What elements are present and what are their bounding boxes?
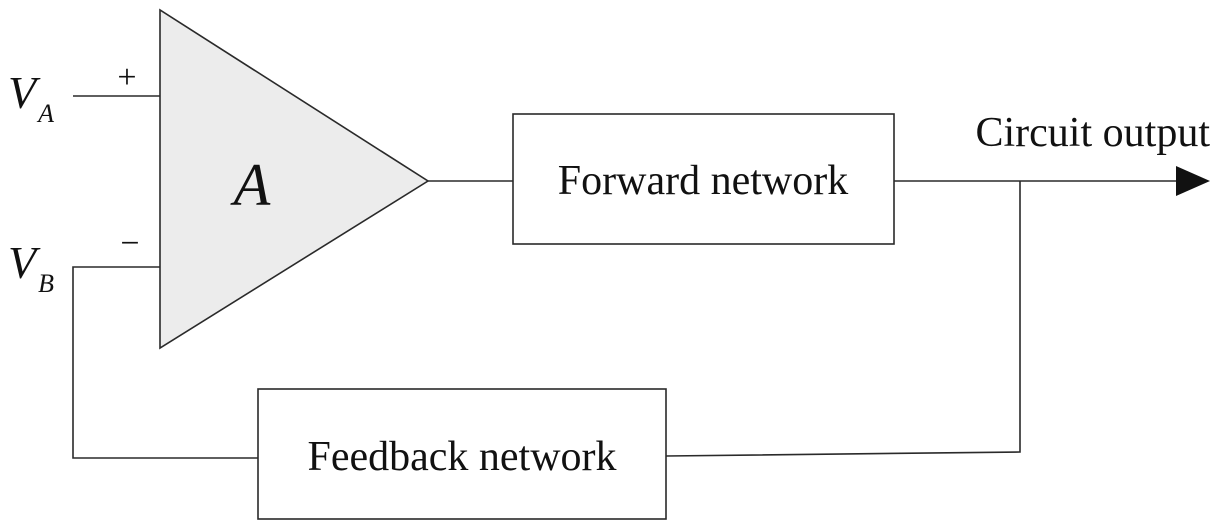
input-a-polarity: +: [117, 59, 136, 96]
input-a-label: VA: [8, 67, 54, 128]
input-b-polarity: −: [120, 225, 139, 262]
input-b-label: VB: [8, 237, 54, 298]
input-a-symbol: V: [8, 67, 41, 118]
output-tap-wire: [665, 181, 1021, 457]
feedback-network-block: [257, 388, 667, 520]
input-b-subscript: B: [38, 269, 54, 298]
feedback-return-wire: [72, 266, 258, 459]
circuit-output-label: Circuit output: [976, 110, 1211, 156]
forward-network-label: Forward network: [558, 158, 848, 204]
input-a-subscript: A: [36, 99, 54, 128]
amplifier-gain-label: A: [230, 152, 271, 218]
feedback-network-label: Feedback network: [307, 434, 616, 480]
output-arrow-icon: [1176, 166, 1210, 196]
forward-network-block: [512, 113, 895, 245]
amplifier-triangle: [159, 8, 430, 350]
input-b-symbol: V: [8, 237, 41, 288]
